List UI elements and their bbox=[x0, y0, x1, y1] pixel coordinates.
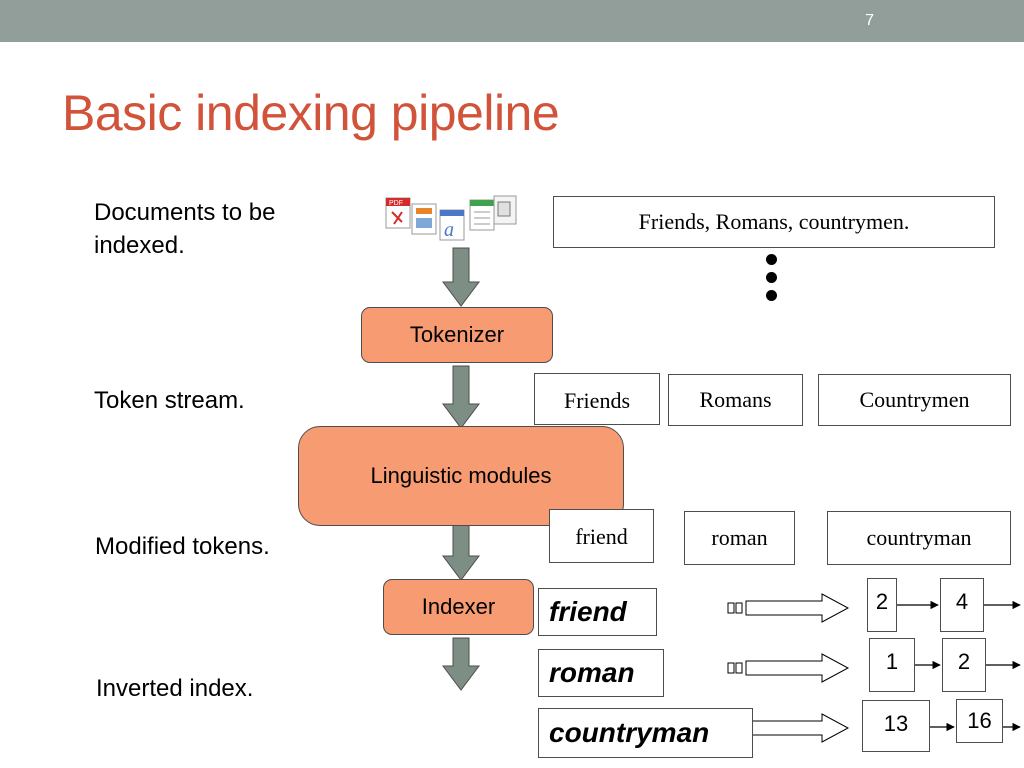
document-text-box: Friends, Romans, countrymen. bbox=[553, 196, 995, 248]
modified-token-box-1: friend bbox=[549, 509, 654, 563]
down-arrow-1 bbox=[442, 247, 480, 307]
down-arrow-4 bbox=[442, 637, 480, 691]
document-icons: PDF a bbox=[385, 195, 517, 241]
posting-value: 2 bbox=[957, 649, 971, 674]
token-text-2: Romans bbox=[699, 387, 772, 412]
down-arrow-2 bbox=[442, 365, 480, 429]
label-documents: Documents to be indexed. bbox=[94, 199, 276, 259]
index-term-1: friend bbox=[549, 596, 627, 627]
tokenizer-box: Tokenizer bbox=[361, 307, 553, 363]
posting-2-1: 1 bbox=[869, 638, 915, 692]
label-token-stream: Token stream. bbox=[94, 387, 245, 414]
modified-token-text-2: roman bbox=[711, 525, 768, 550]
modified-token-box-3: countryman bbox=[827, 511, 1011, 565]
posting-value: 16 bbox=[967, 708, 992, 733]
presentation-icon bbox=[411, 203, 437, 235]
posting-value: 13 bbox=[883, 711, 909, 736]
tokenizer-label: Tokenizer bbox=[409, 322, 505, 347]
spreadsheet-icon bbox=[469, 195, 517, 231]
index-term-box-2: roman bbox=[538, 649, 664, 697]
ellipsis-dots bbox=[766, 254, 780, 302]
posting-value: 1 bbox=[885, 649, 899, 674]
index-term-2: roman bbox=[549, 657, 635, 688]
label-inverted-index: Inverted index. bbox=[96, 675, 254, 702]
modified-token-text-1: friend bbox=[575, 524, 628, 549]
posting-value: 2 bbox=[875, 589, 889, 614]
index-term-box-1: friend bbox=[538, 588, 657, 636]
modified-token-text-3: countryman bbox=[866, 525, 972, 550]
word-icon: a bbox=[439, 209, 465, 241]
top-bar: 7 bbox=[0, 0, 1024, 42]
posting-2-2: 2 bbox=[942, 638, 986, 692]
posting-1-1: 2 bbox=[867, 578, 897, 632]
index-term-box-3: countryman bbox=[538, 708, 753, 758]
token-box-3: Countrymen bbox=[818, 374, 1011, 426]
pdf-icon: PDF bbox=[385, 197, 411, 229]
token-box-2: Romans bbox=[668, 374, 803, 426]
token-text-1: Friends bbox=[564, 388, 630, 413]
linguistic-modules-label: Linguistic modules bbox=[370, 463, 552, 488]
posting-1-2: 4 bbox=[940, 578, 984, 632]
posting-value: 4 bbox=[955, 589, 969, 614]
posting-3-2: 16 bbox=[956, 699, 1003, 743]
indexer-label: Indexer bbox=[421, 594, 496, 619]
slide-title: Basic indexing pipeline bbox=[62, 85, 560, 141]
modified-token-box-2: roman bbox=[684, 511, 795, 565]
token-text-3: Countrymen bbox=[859, 387, 970, 412]
down-arrow-3 bbox=[442, 519, 480, 581]
term-pointer-arrow-2 bbox=[727, 653, 850, 683]
svg-text:a: a bbox=[444, 219, 454, 241]
svg-text:PDF: PDF bbox=[389, 200, 403, 207]
posting-3-1: 13 bbox=[862, 700, 930, 752]
page-number: 7 bbox=[865, 12, 874, 29]
label-modified-tokens: Modified tokens. bbox=[95, 533, 270, 560]
index-term-3: countryman bbox=[549, 717, 710, 748]
token-box-1: Friends bbox=[534, 373, 660, 425]
document-text: Friends, Romans, countrymen. bbox=[638, 209, 910, 234]
indexer-box: Indexer bbox=[383, 579, 534, 635]
term-pointer-arrow-1 bbox=[727, 593, 850, 623]
